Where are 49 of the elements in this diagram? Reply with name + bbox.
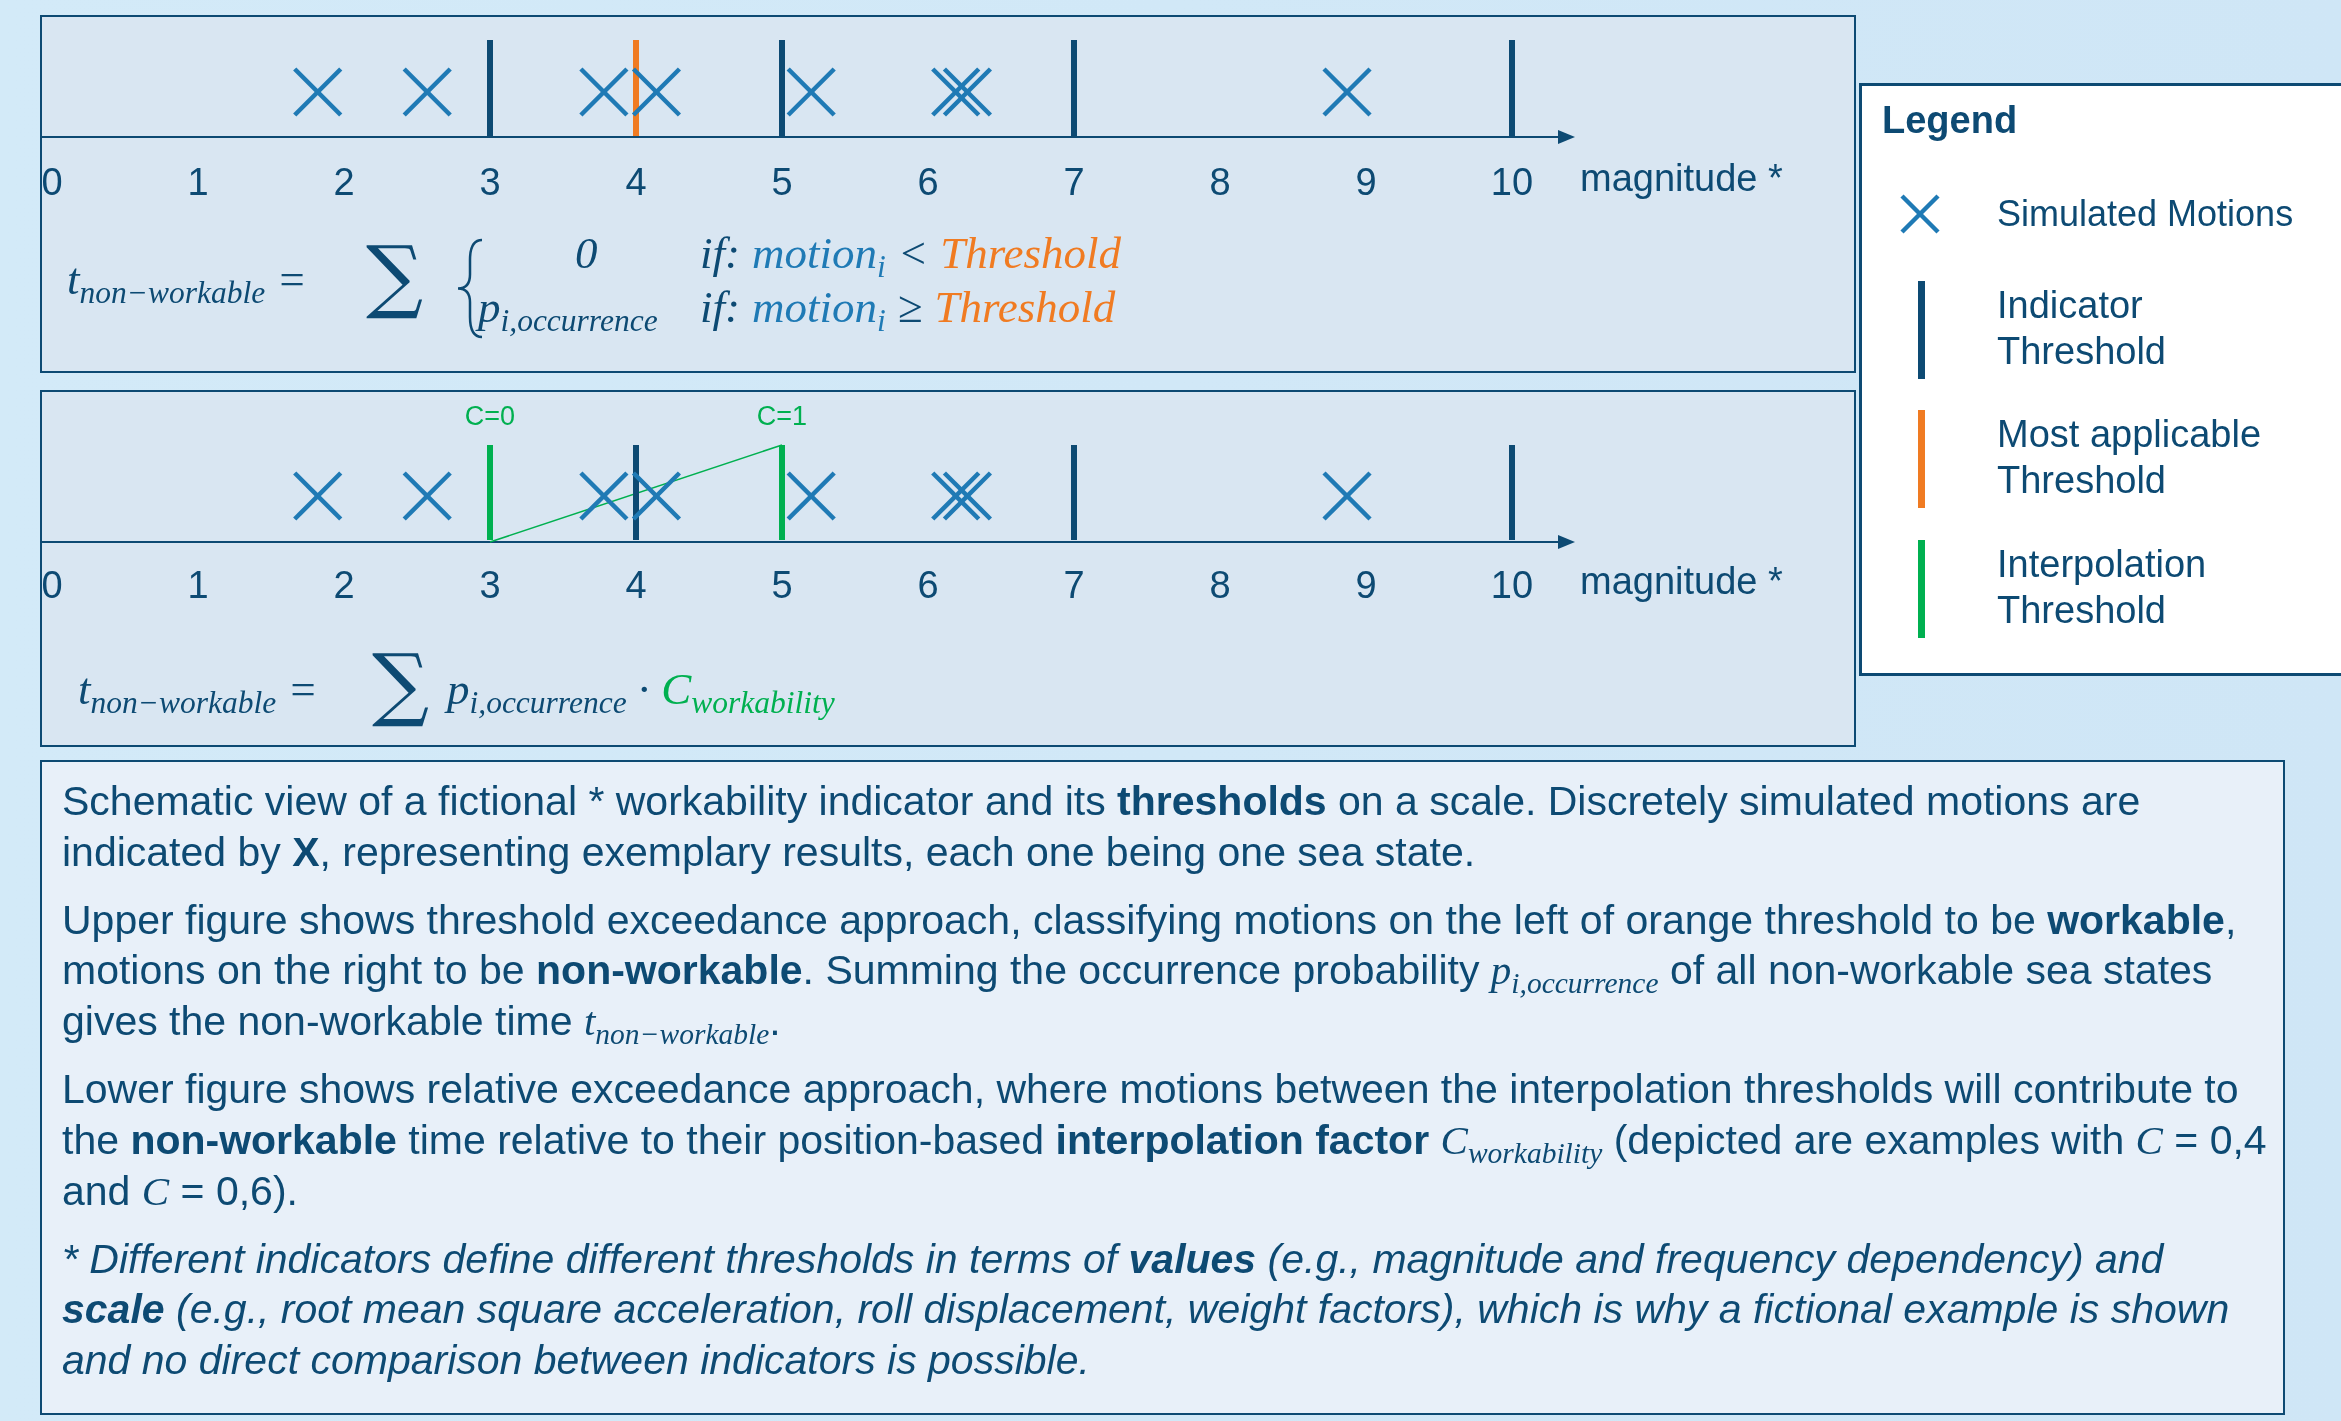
legend-label: Most applicable Threshold	[1997, 412, 2263, 503]
tick-label: 9	[1355, 563, 1377, 608]
tick-label: 5	[771, 563, 793, 608]
tick-label: 8	[1209, 160, 1231, 205]
formula-term: <	[897, 227, 929, 280]
description-paragraph: Schematic view of a fictional * workability indicator and its thresholds on a scale. Discretely simulated motions are indicated by X, representing exemplary results, each one being one sea state.	[62, 777, 2142, 877]
threshold-label: C=1	[756, 400, 808, 433]
tick-label: 2	[333, 563, 355, 608]
tick-label: 2	[333, 160, 355, 205]
chart-panel	[40, 390, 1856, 747]
tick-label: 4	[625, 563, 647, 608]
tick-label: 5	[771, 160, 793, 205]
tick-label: 6	[917, 563, 939, 608]
formula-term: motion$_{i}$	[752, 281, 886, 334]
legend-label: Simulated Motions	[1997, 192, 2295, 236]
tick-label: 0	[41, 160, 63, 205]
axis-label: magnitude *	[1580, 559, 1783, 604]
tick-label: 8	[1209, 563, 1231, 608]
footnote: * Different indicators define different thresholds in terms of values (e.g., magnitude and frequency dependency) and scale (e.g., root mean square acceleration, roll displacement, weight factors), which is why a fictional example is shown and no direct comparison between indicators is possible.	[62, 1234, 2231, 1386]
tick-label: 3	[479, 563, 501, 608]
tick-label: 6	[917, 160, 939, 205]
formula-term: t$_{non−workable}$ =	[67, 253, 307, 306]
legend-title: Legend	[1882, 98, 2018, 143]
tick-label: 9	[1355, 160, 1377, 205]
formula-term: motion$_{i}$	[752, 227, 886, 280]
formula-term: if:	[700, 281, 740, 334]
formula-term: if:	[700, 227, 740, 280]
tick-label: 3	[479, 160, 501, 205]
description-paragraph: Lower figure shows relative exceedance approach, where motions between the interpolation thresholds will contribute to the non-workable time relative to their position-based interpolation factor C$_{workability}$ (depicted are examples with C = 0,4 and C = 0,6).	[62, 1065, 2267, 1216]
formula-term: 0	[575, 227, 598, 280]
formula-term: Threshold	[934, 281, 1116, 334]
formula-term: Threshold	[940, 227, 1121, 280]
tick-label: 10	[1490, 563, 1534, 608]
legend-label: Indicator Threshold	[1997, 283, 2167, 374]
formula-term: ≥	[897, 281, 923, 334]
formula-term: t$_{non−workable}$ =	[78, 663, 318, 716]
tick-label: 7	[1063, 563, 1085, 608]
tick-label: 0	[41, 563, 63, 608]
tick-label: 4	[625, 160, 647, 205]
chart-panel	[40, 15, 1856, 373]
description-paragraph: Upper figure shows threshold exceedance approach, classifying motions on the left of orange threshold to be workable, motions on the right to be non-workable. Summing the occurrence probability p$_{i,occurrence}$ of all non-workable sea states gives the non-workable time t$_{non−workable}$.	[62, 895, 2238, 1048]
description-box	[40, 760, 2285, 1415]
tick-label: 1	[187, 563, 209, 608]
legend-label: Interpolation Threshold	[1997, 542, 2208, 633]
axis-label: magnitude *	[1580, 156, 1783, 201]
threshold-label: C=0	[464, 400, 516, 433]
tick-label: 10	[1490, 160, 1534, 205]
tick-label: 7	[1063, 160, 1085, 205]
tick-label: 1	[187, 160, 209, 205]
